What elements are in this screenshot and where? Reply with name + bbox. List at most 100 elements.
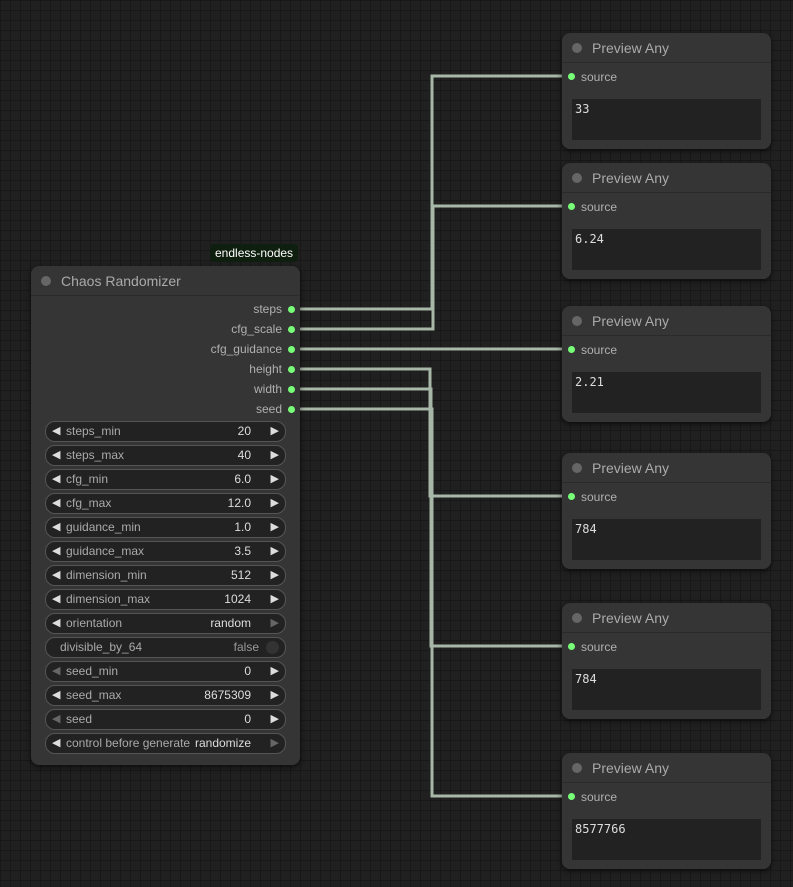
node-title[interactable]: Preview Any [562,306,771,336]
decrement-arrow-icon[interactable]: ◀ [52,449,61,461]
decrement-arrow-icon[interactable]: ◀ [52,473,61,485]
collapse-dot[interactable] [572,612,582,623]
output-height[interactable]: height [249,362,282,376]
link-cfg_scale [296,204,566,331]
decrement-arrow-icon[interactable]: ◀ [52,713,61,725]
preview-text[interactable]: 33 [572,99,761,140]
preview-any-node[interactable]: Preview Any source 784 [562,603,771,719]
node-title[interactable]: Preview Any [562,753,771,783]
preview-any-node[interactable]: Preview Any source 2.21 [562,306,771,422]
decrement-arrow-icon[interactable]: ◀ [52,545,61,557]
widget-label: cfg_max [66,496,112,510]
increment-arrow-icon[interactable]: ▶ [270,617,279,629]
node-title[interactable]: Preview Any [562,33,771,63]
widget-label: divisible_by_64 [60,640,143,654]
title-text: Preview Any [592,759,670,776]
output-cfg_guidance[interactable]: cfg_guidance [210,342,282,356]
output-cfg_scale[interactable]: cfg_scale [231,322,282,336]
node-title[interactable]: Preview Any [562,163,771,193]
collapse-dot[interactable] [41,275,51,286]
decrement-arrow-icon[interactable]: ◀ [52,521,61,533]
title-text: Preview Any [592,459,670,476]
decrement-arrow-icon[interactable]: ◀ [52,617,61,629]
node-title[interactable]: Preview Any [562,603,771,633]
preview-any-node[interactable]: Preview Any source 784 [562,453,771,569]
widget-label: seed [66,712,93,726]
widget-label: steps_min [66,424,121,438]
input-slot-source[interactable] [568,73,575,80]
preview-any-node[interactable]: Preview Any source 6.24 [562,163,771,279]
collapse-dot[interactable] [572,462,582,473]
output-slot-steps[interactable] [288,306,295,313]
increment-arrow-icon[interactable]: ▶ [270,737,279,749]
output-width[interactable]: width [253,382,282,396]
output-slot-width[interactable] [288,386,295,393]
input-slot-source[interactable] [568,493,575,500]
preview-text[interactable]: 6.24 [572,229,761,270]
increment-arrow-icon[interactable]: ▶ [270,545,279,557]
increment-arrow-icon[interactable]: ▶ [270,593,279,605]
collapse-dot[interactable] [572,315,582,326]
input-slot-source[interactable] [568,346,575,353]
output-slot-height[interactable] [288,366,295,373]
decrement-arrow-icon[interactable]: ◀ [52,497,61,509]
preview-text[interactable]: 2.21 [572,372,761,413]
title-text: Preview Any [592,609,670,626]
decrement-arrow-icon[interactable]: ◀ [52,737,61,749]
preview-any-node[interactable]: Preview Any source 8577766 [562,753,771,869]
output-slot-cfg_scale[interactable] [288,326,295,333]
decrement-arrow-icon[interactable]: ◀ [52,569,61,581]
increment-arrow-icon[interactable]: ▶ [270,425,279,437]
widget-label: steps_max [66,448,125,462]
preview-text[interactable]: 784 [572,519,761,560]
collapse-dot[interactable] [572,762,582,773]
decrement-arrow-icon[interactable]: ◀ [52,593,61,605]
increment-arrow-icon[interactable]: ▶ [270,713,279,725]
output-seed[interactable]: seed [255,402,282,416]
toggle-knob[interactable] [266,641,279,654]
input-slot-source[interactable] [568,203,575,210]
increment-arrow-icon[interactable]: ▶ [270,449,279,461]
increment-arrow-icon[interactable]: ▶ [270,665,279,677]
chaos-randomizer-node[interactable]: Chaos Randomizer steps cfg_scale cfg_guida… [31,266,300,765]
widget-value: 512 [230,568,251,582]
decrement-arrow-icon[interactable]: ◀ [52,425,61,437]
input-slot-source[interactable] [568,793,575,800]
decrement-arrow-icon[interactable]: ◀ [52,689,61,701]
node-title[interactable]: Chaos Randomizer [31,266,300,296]
increment-arrow-icon[interactable]: ▶ [270,521,279,533]
title-text: Preview Any [592,169,670,186]
preview-text[interactable]: 8577766 [572,819,761,860]
output-slot-cfg_guidance[interactable] [288,346,295,353]
preview-any-node[interactable]: Preview Any source 33 [562,33,771,149]
output-steps[interactable]: steps [253,302,282,316]
decrement-arrow-icon[interactable]: ◀ [52,665,61,677]
increment-arrow-icon[interactable]: ▶ [270,473,279,485]
input-label: source [581,640,618,654]
increment-arrow-icon[interactable]: ▶ [270,497,279,509]
increment-arrow-icon[interactable]: ▶ [270,569,279,581]
collapse-dot[interactable] [572,172,582,183]
input-slot-source[interactable] [568,643,575,650]
widget-value: 6.0 [234,472,251,486]
collapse-dot[interactable] [572,42,582,53]
preview-text[interactable]: 784 [572,669,761,710]
input-label: source [581,200,618,214]
output-slot-seed[interactable] [288,406,295,413]
increment-arrow-icon[interactable]: ▶ [270,689,279,701]
node-title[interactable]: Preview Any [562,453,771,483]
